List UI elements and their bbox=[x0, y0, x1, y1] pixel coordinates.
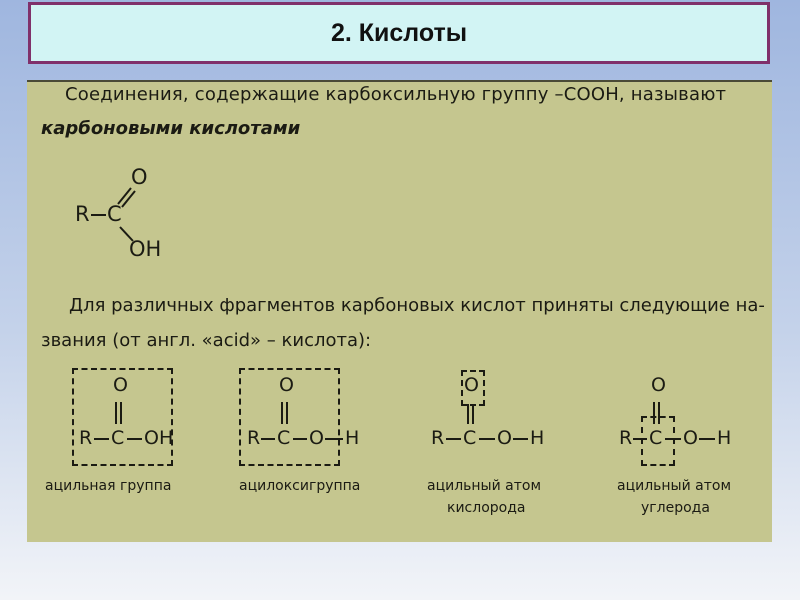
atom-R: R bbox=[79, 427, 93, 449]
slide-title: 2. Кислоты bbox=[330, 18, 468, 47]
intro-line-1: Для различных фрагментов карбоновых кисл… bbox=[69, 295, 765, 316]
intro-line-2: звания (от англ. «acid» – кислота): bbox=[41, 330, 372, 351]
atom-C: C bbox=[463, 427, 477, 449]
fragment-caption-line-2: кислорода bbox=[447, 500, 526, 516]
fragment-top-O: O bbox=[279, 374, 294, 396]
atom-C: C bbox=[277, 427, 291, 449]
definition-term: карбоновыми кислотами bbox=[41, 118, 301, 139]
atom-O: O bbox=[497, 427, 512, 449]
atom-R: R bbox=[247, 427, 261, 449]
atom-R: R bbox=[619, 427, 633, 449]
fragment-caption-line-2: углерода bbox=[641, 500, 710, 516]
fragment-caption: ацильная группа bbox=[45, 478, 172, 494]
main-R: R bbox=[75, 202, 90, 226]
main-O: O bbox=[131, 165, 148, 189]
title-box: 2. Кислоты bbox=[28, 2, 770, 64]
atom-H: H bbox=[345, 427, 360, 449]
definition-line-1: Соединения, содержащие карбоксильную гру… bbox=[65, 84, 727, 105]
fragment-top-O: O bbox=[651, 374, 666, 396]
fragment-top-O: O bbox=[464, 374, 479, 396]
fragment-caption: ацилоксигруппа bbox=[239, 478, 361, 494]
fragment-caption-line-1: ацильный атом bbox=[617, 478, 732, 494]
highlight-box bbox=[239, 368, 340, 466]
fragment-top-O: O bbox=[113, 374, 128, 396]
atom-O: O bbox=[309, 427, 324, 449]
main-C: C bbox=[107, 202, 122, 226]
fragment-caption-line-1: ацильный атом bbox=[427, 478, 542, 494]
atom-C: C bbox=[649, 427, 663, 449]
atom-OH: OH bbox=[144, 427, 174, 449]
highlight-box bbox=[72, 368, 173, 466]
atom-H: H bbox=[530, 427, 545, 449]
main-OH: OH bbox=[129, 237, 162, 261]
atom-R: R bbox=[431, 427, 445, 449]
atom-O: O bbox=[683, 427, 698, 449]
atom-C: C bbox=[111, 427, 125, 449]
atom-H: H bbox=[717, 427, 732, 449]
content-panel: Соединения, содержащие карбоксильную гру… bbox=[27, 80, 772, 542]
